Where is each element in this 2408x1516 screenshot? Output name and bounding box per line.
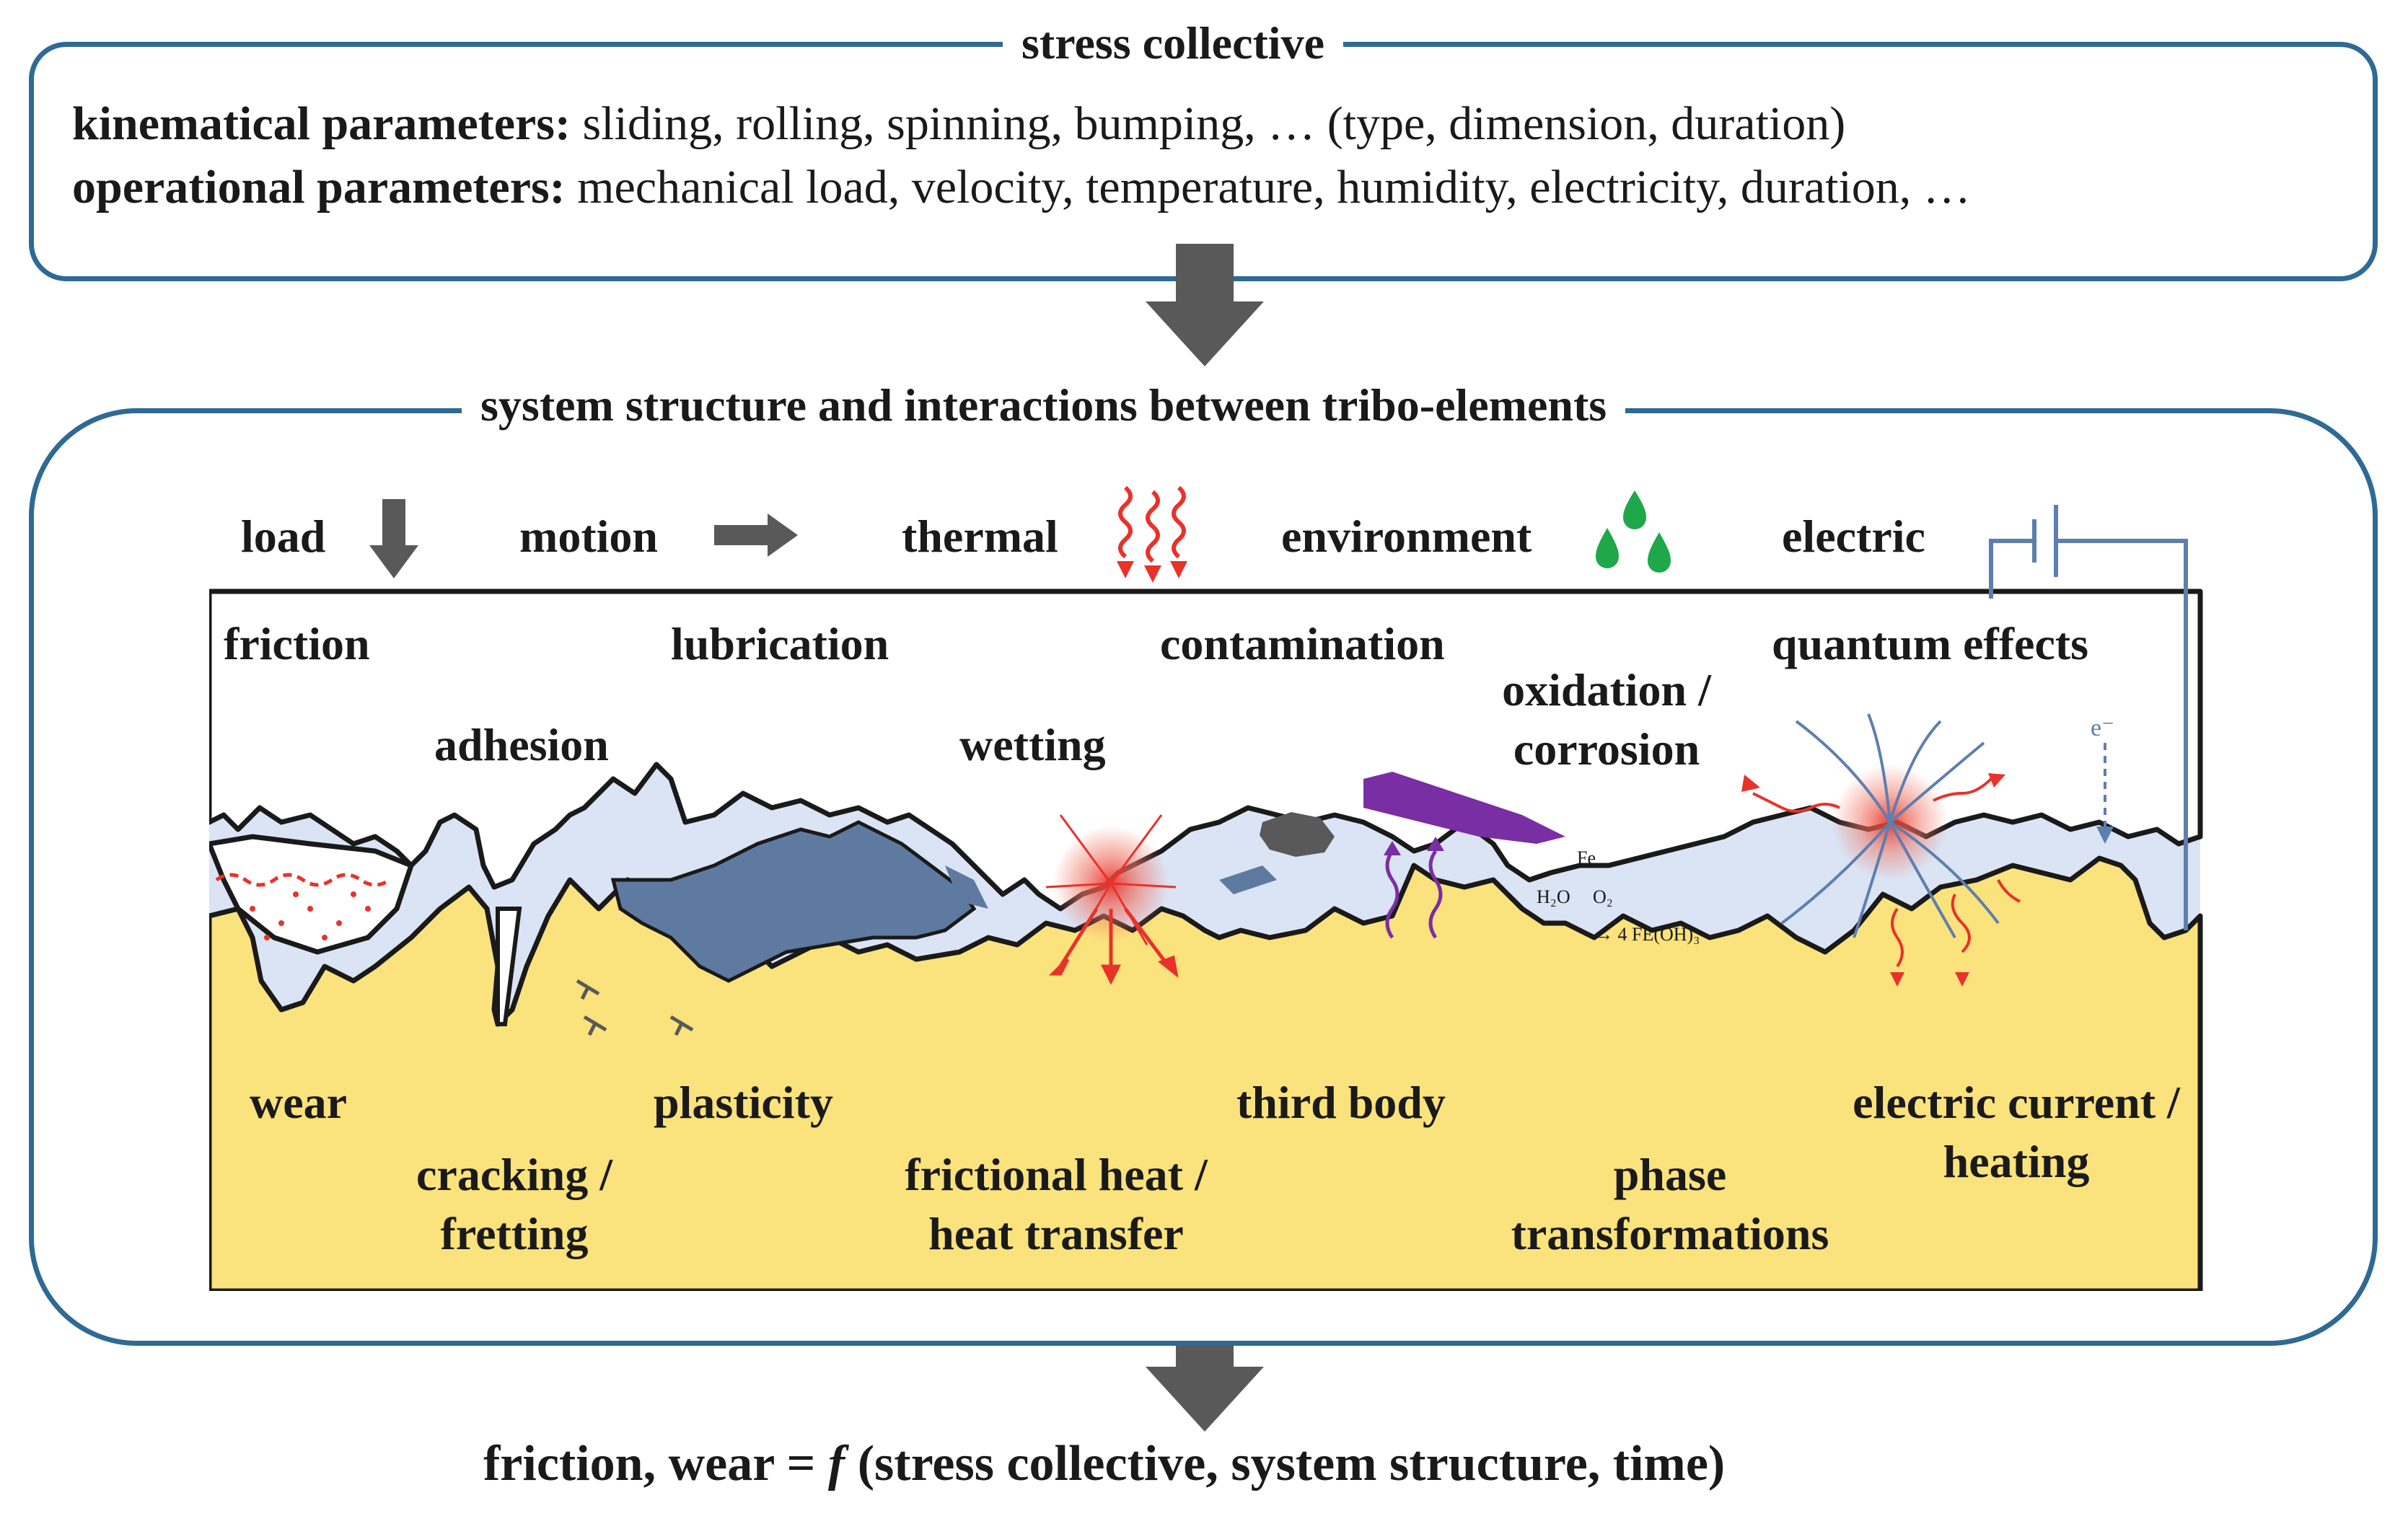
dislocation-symbols xyxy=(576,979,694,1036)
label-frictional-heat-line1: frictional heat / xyxy=(905,1149,1208,1200)
result-formula: friction, wear = f (stress collective, s… xyxy=(483,1435,1725,1493)
oxide-layer xyxy=(1363,772,1565,844)
label-wear: wear xyxy=(250,1077,348,1128)
kinematical-values: sliding, rolling, spinning, bumping, … (… xyxy=(570,97,1846,150)
lubricant-film xyxy=(610,820,977,983)
label-oxidation: oxidation / corrosion xyxy=(1502,661,1711,779)
tribo-scene: Fe H₂O O₂ → 4 FE(OH)₃ e⁻ xyxy=(209,505,2203,1291)
load-arrow-icon xyxy=(369,499,418,578)
chem-o2: O₂ xyxy=(1593,886,1613,907)
kinematical-label: kinematical parameters: xyxy=(72,97,571,150)
legend-environment-label: environment xyxy=(1281,511,1532,562)
electron-label: e⁻ xyxy=(2091,715,2114,741)
label-phase-line1: phase xyxy=(1613,1149,1727,1200)
heat-transfer-arrows xyxy=(1048,907,1179,985)
wear-debris-dots xyxy=(250,891,371,940)
stress-collective-title: stress collective xyxy=(1003,14,1343,72)
label-oxidation-line2: corrosion xyxy=(1513,723,1700,775)
crack xyxy=(496,907,522,1026)
flow-arrow-down-icon xyxy=(1146,244,1264,366)
chem-h2o: H₂O xyxy=(1537,886,1570,907)
motion-arrow-icon xyxy=(714,514,798,557)
label-friction: friction xyxy=(224,618,370,669)
label-quantum-effects: quantum effects xyxy=(1772,618,2089,669)
legend-motion-label: motion xyxy=(519,511,658,562)
label-contamination: contamination xyxy=(1160,618,1445,669)
legend-electric-label: electric xyxy=(1782,511,1925,562)
kinematical-parameters: kinematical parameters: sliding, rolling… xyxy=(72,92,1845,156)
quantum-field-lines xyxy=(1780,713,2000,938)
label-lubrication: lubrication xyxy=(671,618,889,669)
label-phase-line2: transformations xyxy=(1511,1208,1829,1259)
diffusion-arrows xyxy=(1385,850,1443,939)
thermal-wave-icon xyxy=(1117,485,1187,583)
quantum-heat-waves xyxy=(1752,777,2021,968)
label-adhesion: adhesion xyxy=(434,719,609,770)
label-cracking: cracking / fretting xyxy=(395,1145,633,1264)
label-wetting: wetting xyxy=(959,719,1106,770)
system-structure-title: system structure and interactions betwee… xyxy=(462,376,1626,434)
result-arrow-down-icon xyxy=(1146,1309,1264,1432)
chem-fe: Fe xyxy=(1577,847,1596,868)
label-frictional-heat: frictional heat / heat transfer xyxy=(876,1145,1236,1264)
legend-thermal-label: thermal xyxy=(902,511,1058,562)
label-electric-current: electric current / heating xyxy=(1825,1073,2207,1191)
label-plasticity: plasticity xyxy=(654,1077,833,1128)
legend-load-label: load xyxy=(241,511,326,562)
formula-arguments: (stress collective, system structure, ti… xyxy=(845,1436,1726,1491)
operational-values: mechanical load, velocity, temperature, … xyxy=(565,161,1971,213)
label-electric-current-line1: electric current / xyxy=(1853,1077,2180,1128)
wear-particle xyxy=(209,834,415,955)
formula-prefix: friction, wear = xyxy=(483,1436,828,1491)
label-electric-current-line2: heating xyxy=(1943,1136,2090,1187)
label-oxidation-line1: oxidation / xyxy=(1502,664,1711,715)
label-third-body: third body xyxy=(1236,1077,1446,1128)
formula-function: f xyxy=(827,1436,845,1491)
chem-product: → 4 FE(OH)₃ xyxy=(1594,924,1700,945)
label-frictional-heat-line2: heat transfer xyxy=(928,1208,1184,1259)
label-cracking-line2: fretting xyxy=(440,1208,589,1259)
label-phase-transformations: phase transformations xyxy=(1479,1145,1861,1264)
operational-parameters: operational parameters: mechanical load,… xyxy=(72,156,1971,219)
droplet-icon xyxy=(1596,490,1671,573)
contamination-particle xyxy=(1260,812,1335,857)
operational-label: operational parameters: xyxy=(72,161,566,213)
battery-icon xyxy=(1989,505,2188,930)
label-cracking-line1: cracking / xyxy=(416,1149,612,1200)
